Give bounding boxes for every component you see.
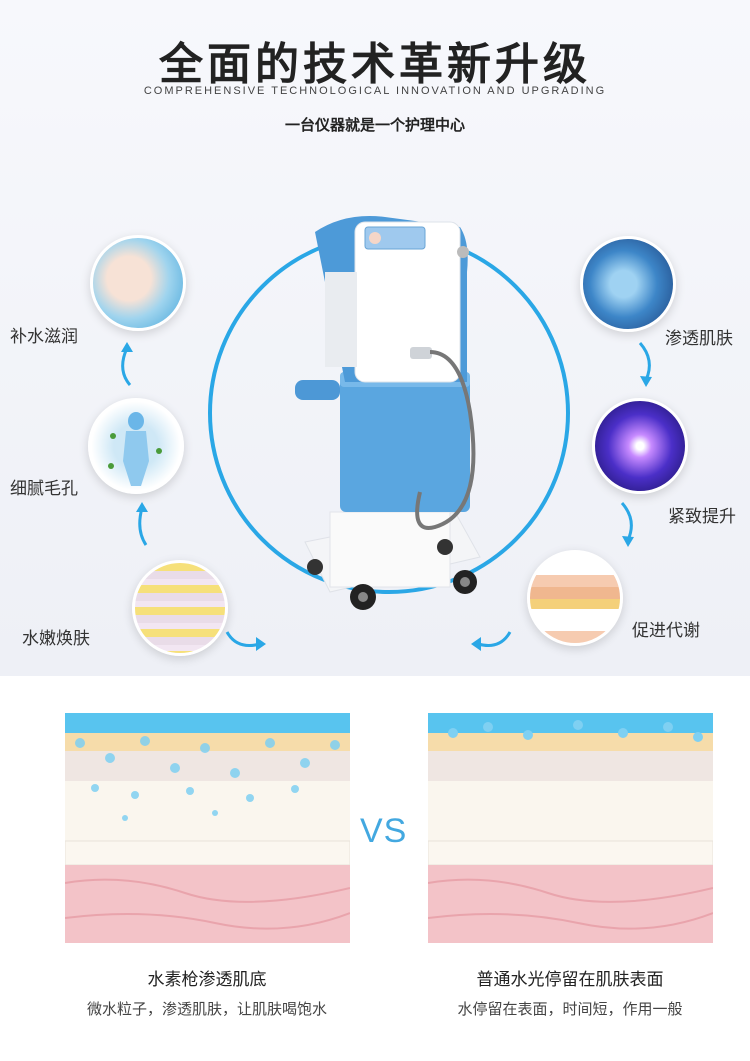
hero-section: 全面的技术革新升级 COMPREHENSIVE TECHNOLOGICAL IN… [0,0,750,676]
left-caption-title: 水素枪渗透肌底 [147,970,267,990]
label-renew: 水嫩焕肤 [22,629,90,649]
right-caption-title: 普通水光停留在肌肤表面 [476,970,664,990]
human-figure-icon [108,412,162,486]
device-illustration [295,216,481,610]
tagline: 一台仪器就是一个护理中心 [284,116,465,134]
left-caption-desc: 微水粒子，渗透肌肤，让肌肤喝饱水 [86,1000,327,1018]
arrow-bottom-left-icon [225,631,266,651]
label-firm: 紧致提升 [668,507,736,527]
label-metabolism: 促进代谢 [632,621,700,641]
label-penetrate: 渗透肌肤 [665,329,733,349]
firm-cell-image [592,398,688,494]
vs-label: VS [360,812,408,850]
label-pores: 细腻毛孔 [10,479,78,499]
page-subtitle: COMPREHENSIVE TECHNOLOGICAL INNOVATION A… [143,85,607,97]
arrow-down-right-1-icon [638,342,652,387]
arrow-up-left-1-icon [121,342,133,386]
right-caption-desc: 水停留在表面，时间短，作用一般 [457,1000,683,1018]
arrow-down-right-2-icon [620,502,634,547]
penetrate-cells-image [580,236,676,332]
metabolism-skin-image [527,550,623,646]
arrow-bottom-right-icon [471,631,512,651]
skin-diagram-left [65,713,350,943]
pores-body-image [88,398,184,494]
page-title: 全面的技术革新升级 [159,39,591,90]
renew-skin-image [132,560,228,656]
arrow-up-left-2-icon [136,502,148,546]
hydrate-face-image [90,235,186,331]
skin-diagram-right [428,713,713,943]
label-hydrate: 补水滋润 [10,327,78,347]
